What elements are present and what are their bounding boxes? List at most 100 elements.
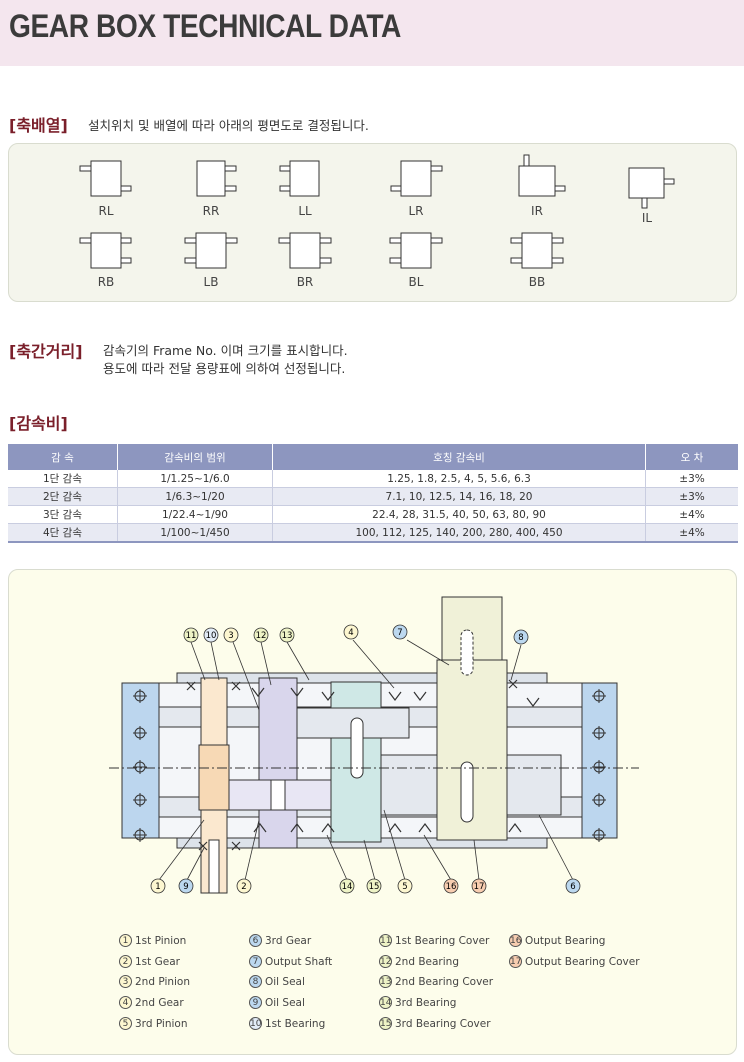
callout-4: 4	[343, 624, 359, 640]
table-row: 1단 감속 1/1.25~1/6.0 1.25, 1.8, 2.5, 4, 5,…	[8, 470, 738, 488]
callout-number: 6	[570, 882, 575, 892]
legend-number: 9	[249, 996, 262, 1009]
callout-number: 11	[186, 631, 197, 641]
arrangement-diagrams	[79, 154, 675, 269]
table-cell: 1/100~1/450	[117, 523, 273, 543]
legend-number: 12	[379, 955, 392, 968]
bearings	[186, 679, 540, 851]
legend-number: 1	[119, 934, 132, 947]
callout-number: 17	[474, 882, 485, 892]
legend-label: Output Bearing Cover	[525, 955, 640, 968]
table-cell: 22.4, 28, 31.5, 40, 50, 63, 80, 90	[272, 505, 646, 524]
table-cell: 1/22.4~1/90	[117, 505, 273, 524]
legend-label: Oil Seal	[265, 975, 305, 988]
arrangement-label: RB	[97, 275, 115, 289]
legend-number: 3	[119, 975, 132, 988]
arrangement-br-diagram	[278, 232, 332, 269]
callout-number: 3	[228, 631, 233, 641]
column-header: 감 속	[8, 444, 118, 470]
callout-13: 13	[279, 627, 295, 643]
callout-2: 2	[236, 878, 252, 894]
table-cell: ±3%	[645, 487, 738, 506]
gearbox-cross-section: 11 10 3 12 13 4 7 8 1 9 2 14 15 5 16 17 …	[109, 596, 639, 894]
arrangement-ir-diagram	[518, 154, 566, 197]
legend-label: 1st Bearing Cover	[395, 934, 490, 947]
legend-number: 13	[379, 975, 392, 988]
callout-number: 8	[518, 633, 523, 643]
third-shaft	[296, 681, 410, 843]
callout-number: 12	[256, 631, 267, 641]
output-shaft	[436, 596, 508, 841]
arrangement-rl-diagram	[79, 160, 132, 197]
arrangement-lr-diagram	[390, 160, 443, 197]
callout-10: 10	[203, 627, 219, 643]
table-cell: ±3%	[645, 470, 738, 488]
column-header: 오 차	[645, 444, 738, 470]
legend-label: 2nd Bearing Cover	[395, 975, 494, 988]
callout-12: 12	[253, 627, 269, 643]
gearbox-diagram-panel: 11 10 3 12 13 4 7 8 1 9 2 14 15 5 16 17 …	[8, 569, 737, 1055]
arrangement-label: IR	[531, 204, 543, 218]
arrangement-il-diagram	[628, 167, 675, 209]
table-row: 3단 감속 1/22.4~1/90 22.4, 28, 31.5, 40, 50…	[8, 505, 738, 524]
callout-3: 3	[223, 627, 239, 643]
arrangement-label: RL	[98, 204, 114, 218]
table-cell: ±4%	[645, 505, 738, 524]
legend-label: 2nd Gear	[135, 996, 184, 1009]
arrangement-label: BB	[528, 275, 546, 289]
legend-number: 14	[379, 996, 392, 1009]
callouts: 11 10 3 12 13 4 7 8 1 9 2 14 15 5 16 17 …	[150, 624, 581, 894]
arrangement-bl-diagram	[389, 232, 443, 269]
shaft-arrangement-description: 설치위치 및 배열에 따라 아래의 평면도로 결정됩니다.	[88, 118, 369, 133]
table-cell: 4단 감속	[8, 523, 118, 543]
callout-number: 10	[206, 631, 217, 641]
callout-number: 14	[342, 882, 353, 892]
center-distance-line-1: 감속기의 Frame No. 이며 크기를 표시합니다.	[103, 343, 348, 358]
callout-11: 11	[183, 627, 199, 643]
callout-number: 15	[369, 882, 380, 892]
shaft-arrangement-title: [축배열]	[9, 116, 68, 135]
legend-label: 2nd Bearing	[395, 955, 459, 968]
bolt-symbols	[133, 689, 606, 842]
callout-number: 5	[402, 882, 407, 892]
callout-number: 16	[446, 882, 457, 892]
legend-number: 2	[119, 955, 132, 968]
arrangement-label: LB	[203, 275, 219, 289]
callout-16: 16	[443, 878, 459, 894]
table-cell: 3단 감속	[8, 505, 118, 524]
table-cell: 7.1, 10, 12.5, 14, 16, 18, 20	[272, 487, 646, 506]
column-header: 감속비의 범위	[117, 444, 273, 470]
input-shaft	[198, 677, 230, 894]
callout-1: 1	[150, 878, 166, 894]
legend-number: 11	[379, 934, 392, 947]
arrangement-label: LR	[408, 204, 424, 218]
callout-6: 6	[565, 878, 581, 894]
center-distance-title: [축간거리]	[9, 342, 83, 361]
callout-number: 13	[282, 631, 293, 641]
legend-number: 17	[509, 955, 522, 968]
arrangement-label: LL	[298, 204, 312, 218]
table-cell: 1.25, 1.8, 2.5, 4, 5, 5.6, 6.3	[272, 470, 646, 488]
table-cell: ±4%	[645, 523, 738, 543]
legend-label: Output Shaft	[265, 955, 333, 968]
table-row: 4단 감속 1/100~1/450 100, 112, 125, 140, 20…	[8, 523, 738, 543]
callout-7: 7	[392, 624, 408, 640]
table-cell: 1단 감속	[8, 470, 118, 488]
arrangement-ll-diagram	[279, 160, 320, 197]
legend-label: 3rd Gear	[265, 934, 312, 947]
legend-label: Output Bearing	[525, 934, 606, 947]
legend-number: 16	[509, 934, 522, 947]
callout-17: 17	[471, 878, 487, 894]
